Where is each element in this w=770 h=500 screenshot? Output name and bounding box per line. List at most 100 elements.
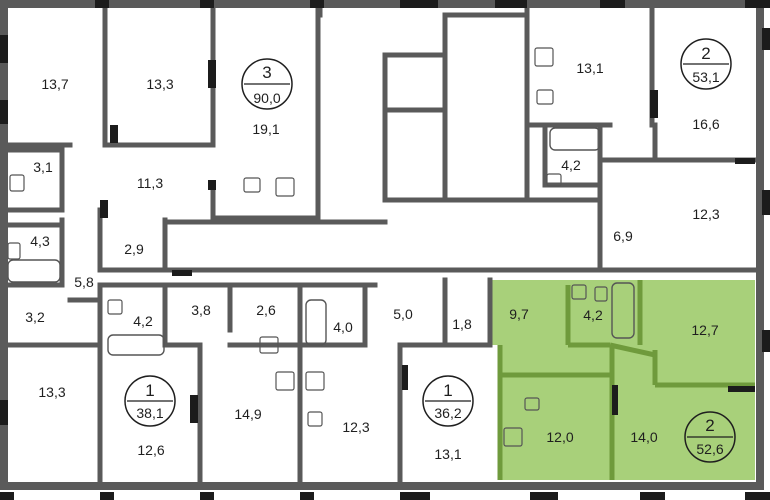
apartment-badge[interactable]: 2 52,6 [684,411,736,463]
room-area-label: 12,3 [692,206,719,222]
apartment-room-count: 2 [701,44,710,63]
fixture-icon [534,47,554,67]
window [728,386,755,392]
window [530,492,558,500]
bathtub-icon [549,127,601,151]
apartment-badge[interactable]: 3 90,0 [241,58,293,110]
room-area-label: 11,3 [137,175,163,191]
fixture-icon [594,286,608,302]
room-area-label: 4,2 [583,307,603,323]
bathtub-icon [7,259,61,283]
room-area-label: 3,1 [33,159,53,175]
room-area-label: 13,1 [576,60,603,76]
fixture-icon [546,173,562,187]
apartment-area: 52,6 [696,441,723,457]
room-area-label: 4,2 [561,157,581,173]
window [100,200,108,218]
fixture-icon [9,174,25,192]
fixture-icon [305,371,325,391]
room-area-label: 5,8 [74,274,94,290]
window [0,492,14,500]
window [650,90,658,118]
window [402,365,408,390]
window [200,0,214,8]
room-area-label: 13,3 [146,76,173,92]
room-area-label: 2,9 [124,241,144,257]
window [310,0,324,8]
window [762,190,770,215]
window [0,100,8,124]
fixture-icon [275,371,295,391]
highlighted-apartment-fill[interactable] [490,280,755,480]
window [208,60,216,88]
window [762,330,770,352]
fixture-icon [7,242,21,260]
room-area-label: 4,3 [30,233,50,249]
window [208,180,216,190]
window [495,0,527,8]
fixture-icon [536,89,554,105]
apartment-room-count: 2 [705,416,714,435]
fixture-icon [524,397,540,411]
fixture-icon [275,177,295,197]
fixture-icon [243,177,261,193]
room-area-label: 12,7 [691,322,718,338]
window [612,385,618,415]
apartment-badge[interactable]: 2 53,1 [680,38,732,90]
window [400,492,430,500]
interior-walls [1,1,758,483]
room-area-label: 1,8 [452,316,472,332]
apartment-badge[interactable]: 1 38,1 [124,375,176,427]
window [300,492,314,500]
room-area-label: 19,1 [252,121,279,137]
window [600,0,625,8]
room-area-label: 13,7 [41,76,68,92]
window [95,0,109,8]
window [190,395,198,423]
room-area-label: 3,8 [191,302,211,318]
room-area-label: 6,9 [613,228,633,244]
room-area-label: 4,2 [133,313,153,329]
outer-walls [0,0,764,490]
room-area-label: 5,0 [393,306,413,322]
room-area-label: 4,0 [333,319,353,335]
fixture-icon [107,299,123,315]
room-area-label: 14,9 [234,406,261,422]
apartment-badge[interactable]: 1 36,2 [422,375,474,427]
room-labels: 13,7 13,3 19,1 13,1 16,6 3,1 11,3 4,2 4,… [25,60,720,462]
fixture-icon [259,336,279,354]
apartment-area: 90,0 [253,90,280,106]
bathtub-icon [107,334,165,356]
apartment-area: 36,2 [434,405,461,421]
window [100,492,114,500]
fixture-icon [503,427,523,447]
window [0,400,8,425]
fixture-icon [571,284,587,300]
window [110,125,118,143]
room-area-label: 13,1 [434,446,461,462]
room-area-label: 14,0 [630,429,657,445]
window [172,270,192,276]
window [745,492,770,500]
window [762,28,770,50]
fixture-icon [307,411,323,427]
window [735,158,755,164]
apartment-room-count: 3 [262,63,271,82]
apartment-badges: 3 90,0 2 53,1 1 38,1 1 36,2 2 52,6 [124,38,736,463]
room-area-label: 16,6 [692,116,719,132]
apartment-area: 53,1 [692,69,719,85]
fixtures [7,47,635,447]
room-area-label: 12,6 [137,442,164,458]
room-area-label: 12,0 [546,429,573,445]
apartment-room-count: 1 [443,381,452,400]
window [400,0,438,8]
room-area-label: 3,2 [25,309,45,325]
window [200,492,214,500]
window [640,492,665,500]
room-area-label: 2,6 [256,302,276,318]
apartment-area: 38,1 [136,405,163,421]
window [0,35,8,63]
room-area-label: 13,3 [38,384,65,400]
